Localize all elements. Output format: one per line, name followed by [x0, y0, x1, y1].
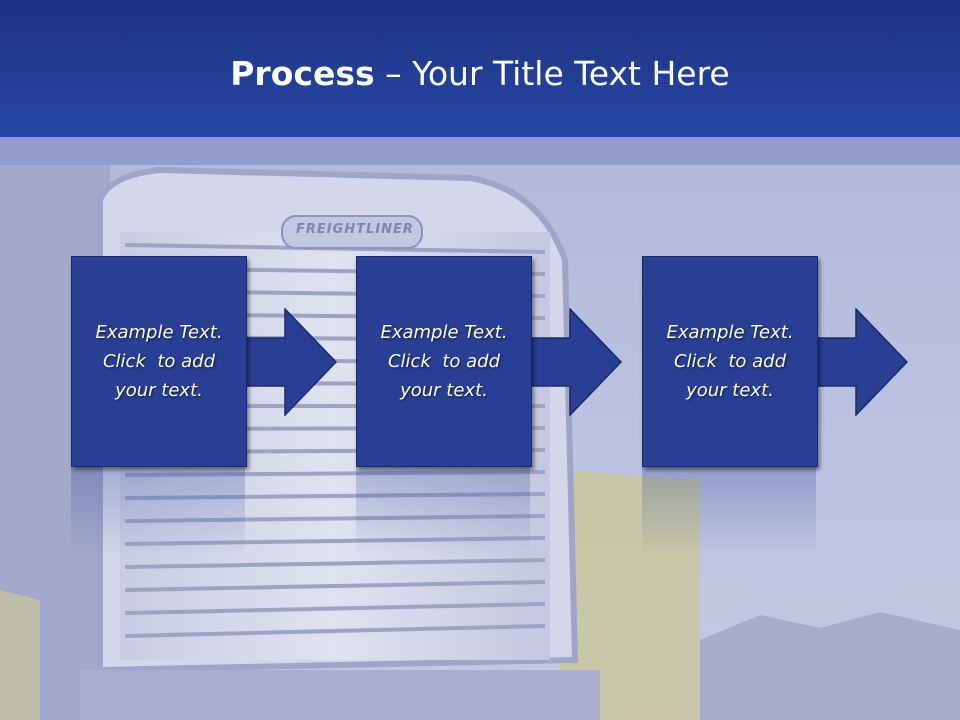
step-1-line-1: Example Text. — [95, 322, 223, 343]
step-2-line-3: your text. — [400, 380, 488, 401]
freightliner-badge-text: FREIGHTLINER — [296, 222, 414, 237]
step-3-line-2: Click to add — [673, 351, 786, 372]
title-bold: Process — [230, 54, 375, 93]
arrow-right-icon — [812, 308, 908, 416]
slide-title[interactable]: Process – Your Title Text Here — [0, 52, 960, 96]
step-1-box[interactable]: Example Text. Click to add your text. — [71, 256, 247, 467]
step-1-text: Example Text. Click to add your text. — [79, 318, 239, 405]
title-rest: – Your Title Text Here — [374, 54, 730, 93]
step-2-reflection — [356, 467, 530, 557]
step-1-line-3: your text. — [115, 380, 203, 401]
step-1-line-2: Click to add — [102, 351, 215, 372]
step-1-reflection — [71, 467, 245, 557]
title-bar — [0, 0, 960, 137]
step-3-line-1: Example Text. — [666, 322, 794, 343]
step-3-line-3: your text. — [686, 380, 774, 401]
step-3-box[interactable]: Example Text. Click to add your text. — [642, 256, 818, 467]
step-2-box[interactable]: Example Text. Click to add your text. — [356, 256, 532, 467]
arrow-right-icon — [526, 308, 622, 416]
arrow-right-icon — [241, 308, 337, 416]
title-accent-band — [0, 137, 960, 165]
step-3-text: Example Text. Click to add your text. — [650, 318, 810, 405]
step-2-line-1: Example Text. — [380, 322, 508, 343]
step-3-reflection — [642, 467, 816, 557]
step-2-text: Example Text. Click to add your text. — [364, 318, 524, 405]
step-2-line-2: Click to add — [387, 351, 500, 372]
